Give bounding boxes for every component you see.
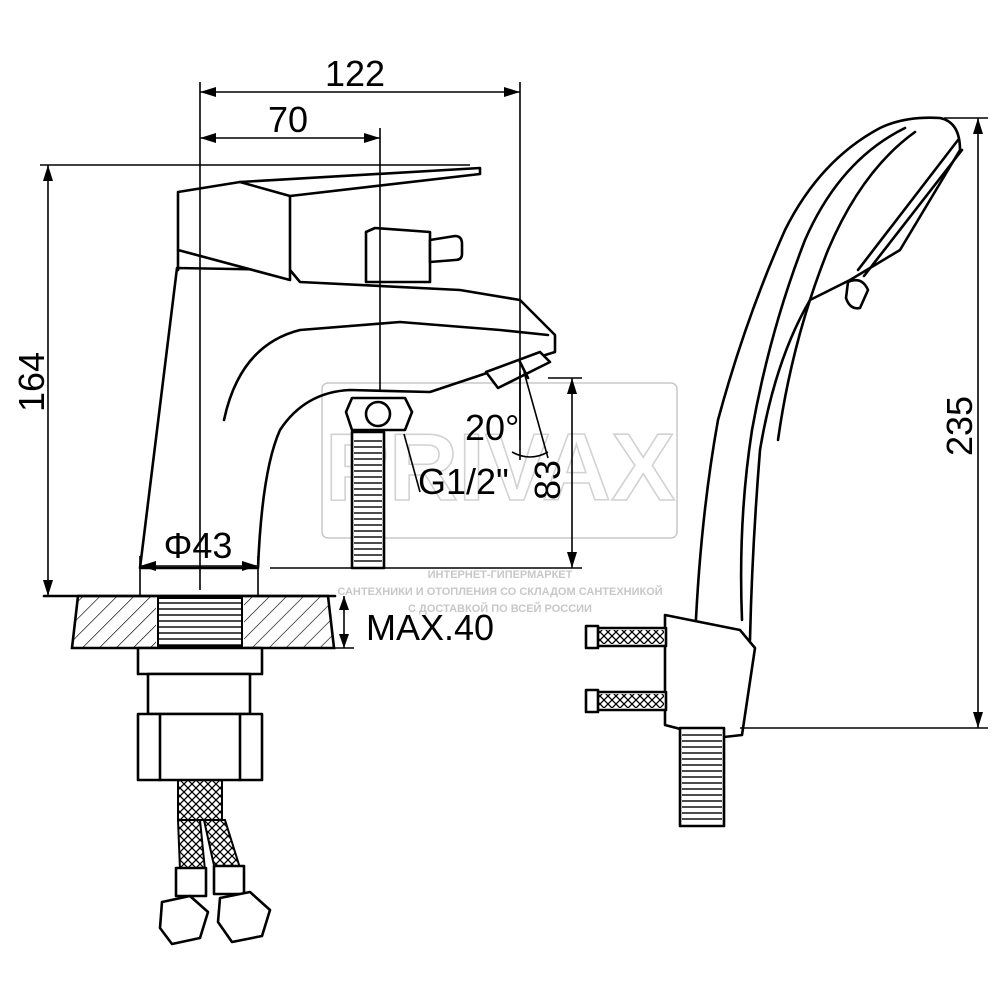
deck-section	[42, 594, 337, 650]
watermark-line-1: ИНТЕРНЕТ-ГИПЕРМАРКЕТ	[428, 569, 573, 581]
mounting-nut	[136, 646, 264, 782]
faucet-body	[138, 266, 557, 570]
shower-outlet	[344, 396, 414, 570]
hose-thread	[354, 438, 382, 564]
hand-shower	[693, 116, 964, 642]
dim-shower-length: 235	[939, 396, 980, 456]
watermark-line-2: САНТЕХНИКИ И ОТОПЛЕНИЯ СО СКЛАДОМ САНТЕХ…	[337, 585, 662, 598]
lever-handle	[176, 166, 482, 282]
dim-deck-thickness: MAX.40	[366, 607, 494, 648]
shower-holder	[584, 613, 757, 740]
dim-base-diameter: Φ43	[164, 525, 233, 566]
dim-spout-angle: 20°	[465, 407, 519, 448]
dim-height: 164	[11, 352, 52, 412]
shower-hose	[678, 726, 726, 828]
dim-spout-height: 83	[527, 460, 568, 500]
dim-overall-length: 122	[325, 53, 385, 94]
watermark-line-3: С ДОСТАВКОЙ ПО ВСЕЙ РОССИИ	[408, 602, 592, 615]
dimension-lines	[40, 82, 988, 729]
diverter-knob	[364, 226, 464, 284]
dim-spout-reach: 70	[268, 99, 308, 140]
dim-thread: G1/2"	[418, 461, 509, 502]
flex-hoses	[158, 779, 272, 946]
